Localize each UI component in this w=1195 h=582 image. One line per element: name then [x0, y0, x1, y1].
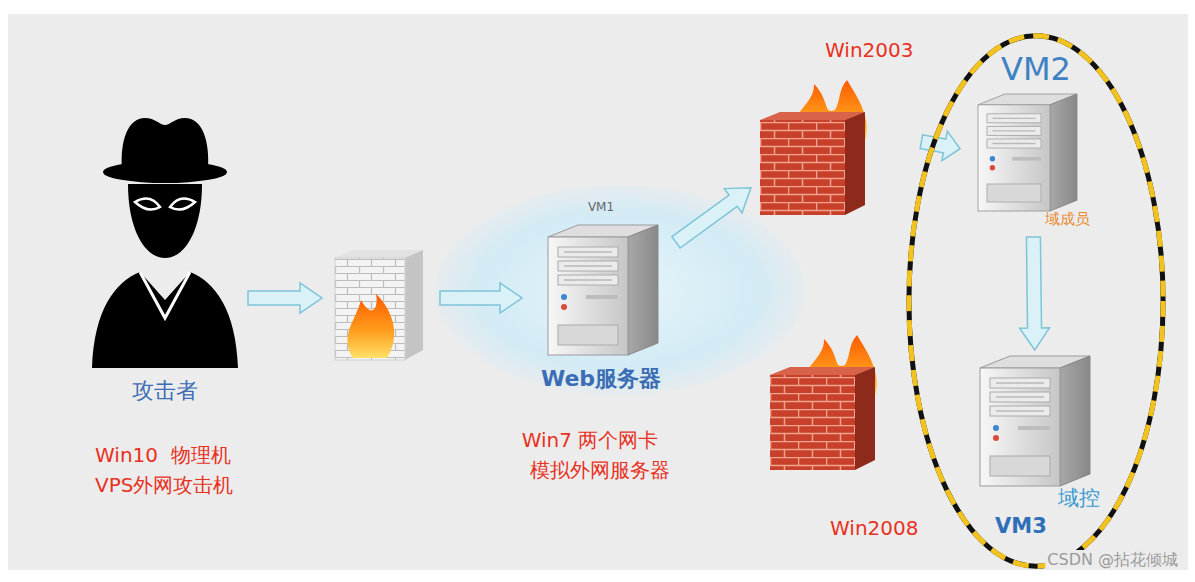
- dashed-ellipse: [905, 32, 1167, 570]
- flow-arrow: [920, 131, 960, 161]
- firewall-node: Win2003: [755, 36, 916, 216]
- hacker-figure: [92, 118, 238, 368]
- flow-arrow: [248, 283, 322, 313]
- flow-arrow: [440, 283, 522, 313]
- firewall-icon: [770, 335, 877, 470]
- ellipse-outline: [909, 36, 1163, 566]
- firewall-icon: [335, 250, 423, 360]
- server-icon: [978, 94, 1077, 211]
- host-note: 模拟外网服务器: [530, 458, 670, 482]
- host-note: Win10 物理机: [95, 443, 231, 467]
- vm-tag: VM1: [588, 200, 614, 214]
- flow-arrow: [672, 188, 751, 248]
- firewall-icon: [347, 294, 394, 358]
- hacker-figure: [135, 198, 160, 209]
- host-note: VPS外网攻击机: [95, 473, 233, 497]
- host-note: Win7 两个网卡: [522, 428, 659, 452]
- vm-tag: VM3: [995, 514, 1047, 539]
- hacker-figure: [92, 272, 238, 368]
- flow-arrow: [1020, 237, 1050, 350]
- server-icon: [548, 225, 658, 355]
- attacker-node: 攻击者: [88, 110, 242, 410]
- ellipse-outline: [909, 36, 1163, 566]
- hacker-figure: [128, 184, 202, 258]
- web-server-node: VM1Web服务器: [530, 196, 672, 398]
- hacker-figure: [170, 198, 195, 209]
- domain-member-node: 域成员: [965, 92, 1100, 232]
- watermark: CSDN @拈花倾城: [1045, 550, 1180, 569]
- firewall-icon: [405, 250, 423, 360]
- domain-ellipse: VM2 域成员域控 VM3: [905, 32, 1167, 570]
- domain-controller-node: 域控 VM3: [962, 355, 1110, 545]
- vm-tag: VM2: [1001, 50, 1071, 88]
- hacker-figure: [103, 161, 227, 183]
- firewall-node: Win2008: [765, 330, 935, 545]
- role-label: 域成员: [1045, 210, 1090, 228]
- role-label: 域控: [1058, 486, 1100, 511]
- os-label: Win2003: [825, 38, 913, 62]
- os-label: Win2008: [830, 516, 918, 540]
- role-label: 攻击者: [132, 378, 198, 404]
- server-label: Web服务器: [541, 366, 661, 392]
- firewall-icon: [760, 80, 867, 215]
- canvas-ground: [8, 14, 1188, 570]
- network-halo: [435, 185, 805, 395]
- firewall-icon: [335, 258, 405, 360]
- hacker-figure: [140, 272, 190, 318]
- server-icon: [980, 356, 1090, 486]
